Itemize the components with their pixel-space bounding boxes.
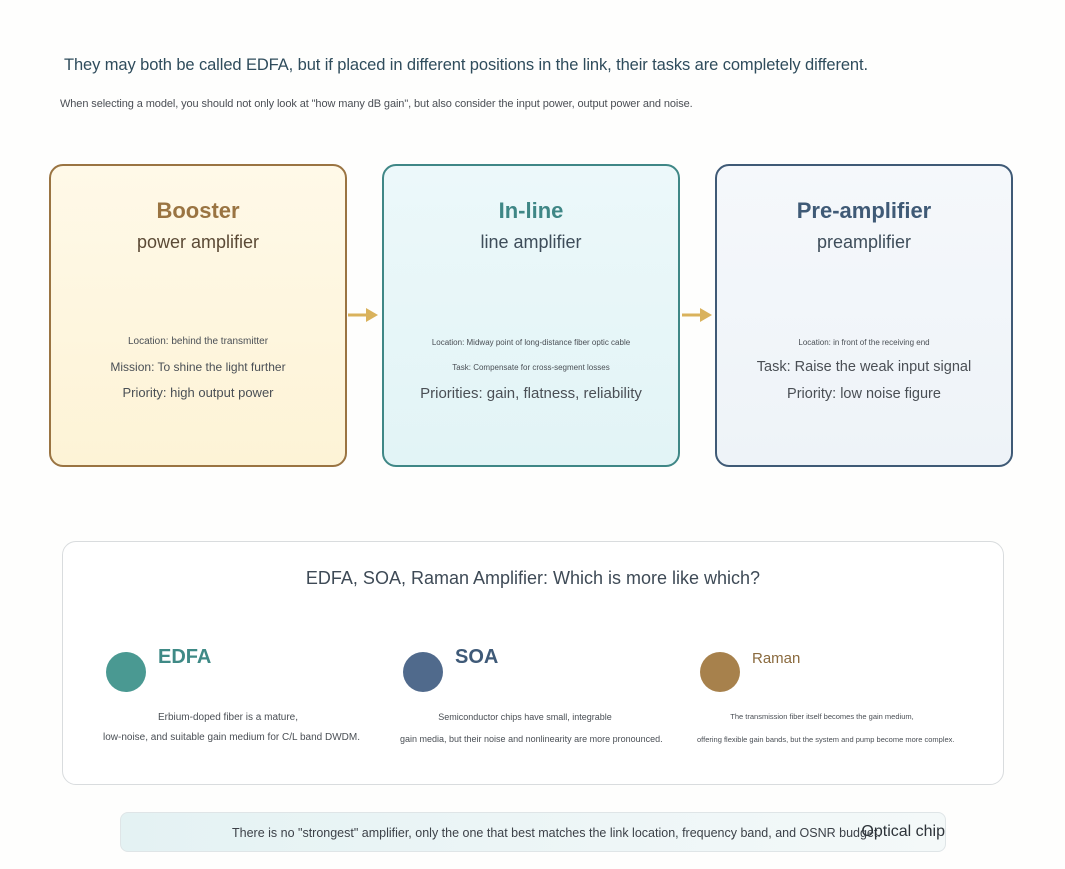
amplifier-comparison-panel: EDFA, SOA, Raman Amplifier: Which is mor… <box>62 541 1004 785</box>
card-title: Booster <box>156 198 240 223</box>
amplifier-description: Erbium-doped fiber is a mature, low-nois… <box>103 712 360 743</box>
amplifier-description-line: gain media, but their noise and nonlinea… <box>400 734 663 744</box>
card-location: Location: Midway point of long-distance … <box>431 338 631 347</box>
card-priority: Priorities: gain, flatness, reliability <box>420 385 642 402</box>
card-priority: Priority: low noise figure <box>787 386 941 402</box>
preamplifier-card: Pre-amplifier preamplifier Location: in … <box>715 164 1013 467</box>
card-title: In-line <box>498 198 564 223</box>
amplifier-raman: Raman The transmission fiber itself beco… <box>697 642 977 762</box>
amplifier-soa: SOA Semiconductor chips have small, inte… <box>400 642 680 762</box>
arrow-right-icon <box>348 308 378 322</box>
card-location: Location: in front of the receiving end <box>798 338 930 347</box>
amplifier-edfa: EDFA Erbium-doped fiber is a mature, low… <box>103 642 383 762</box>
booster-card: Booster power amplifier Location: behind… <box>49 164 347 467</box>
amplifier-description-line: Semiconductor chips have small, integrab… <box>438 712 612 722</box>
card-subtitle: power amplifier <box>136 232 260 252</box>
amplifier-description-line: offering flexible gain bands, but the sy… <box>697 735 955 744</box>
soa-dot-icon <box>403 652 443 692</box>
footer-banner: There is no "strongest" amplifier, only … <box>120 812 946 852</box>
card-location: Location: behind the transmitter <box>127 336 269 347</box>
card-task: Mission: To shine the light further <box>110 360 286 374</box>
raman-dot-icon <box>700 652 740 692</box>
inline-card: In-line line amplifier Location: Midway … <box>382 164 680 467</box>
edfa-dot-icon <box>106 652 146 692</box>
footer-tag: Optical chip <box>861 823 945 840</box>
comparison-title: EDFA, SOA, Raman Amplifier: Which is mor… <box>305 568 761 588</box>
amplifier-name: EDFA <box>158 646 212 668</box>
amplifier-description-line: The transmission fiber itself becomes th… <box>730 712 914 721</box>
amplifier-description-line: Erbium-doped fiber is a mature, <box>157 712 299 723</box>
card-task: Task: Compensate for cross-segment losse… <box>452 363 610 372</box>
card-priority: Priority: high output power <box>122 385 274 400</box>
footer-text: There is no "strongest" amplifier, only … <box>232 826 881 840</box>
page-headline: They may both be called EDFA, but if pla… <box>64 56 868 74</box>
page-subheadline: When selecting a model, you should not o… <box>60 98 693 110</box>
card-subtitle: preamplifier <box>816 232 912 252</box>
amplifier-name: Raman <box>752 650 801 667</box>
amplifier-description: The transmission fiber itself becomes th… <box>697 712 955 744</box>
card-title: Pre-amplifier <box>796 198 932 223</box>
card-task: Task: Raise the weak input signal <box>756 359 972 375</box>
card-subtitle: line amplifier <box>480 232 582 252</box>
amplifier-description-line: low-noise, and suitable gain medium for … <box>103 732 360 743</box>
amplifier-description: Semiconductor chips have small, integrab… <box>400 712 663 744</box>
arrow-right-icon <box>682 308 712 322</box>
amplifier-name: SOA <box>455 646 499 668</box>
